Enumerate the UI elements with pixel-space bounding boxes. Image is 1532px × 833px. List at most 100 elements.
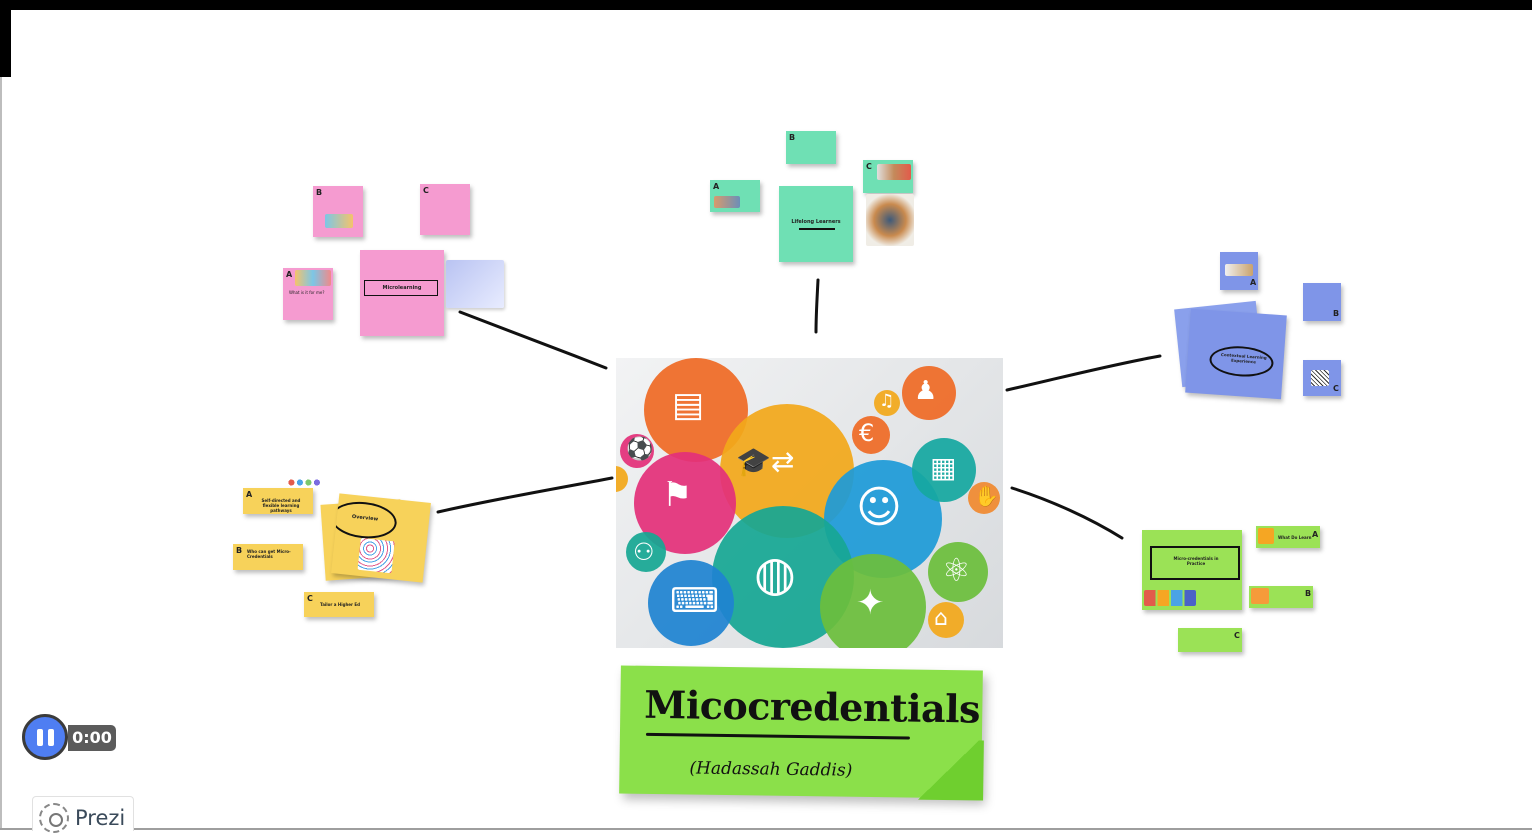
note-tag: A (1312, 530, 1319, 539)
laptop-icon: ⌨ (670, 581, 720, 621)
note-image (1251, 588, 1269, 604)
practice-ribbon-icons (1144, 590, 1196, 606)
note-tag: A (1250, 278, 1257, 287)
contextual-card[interactable]: Contextual Learning Experience (1185, 308, 1287, 400)
note-tag: C (866, 162, 872, 171)
circle-small-teal-2 (626, 532, 666, 572)
circle-small-green (928, 542, 988, 602)
handshake-icon: ✋ (974, 484, 999, 508)
note-tag: B (1305, 589, 1312, 598)
note-image (877, 164, 911, 180)
practice-note-a[interactable]: What Do Learn A (1256, 526, 1320, 548)
note-tag: B (1333, 309, 1340, 318)
euro-icon: € (859, 419, 875, 447)
certificate-icon: ▤ (672, 385, 705, 425)
overview-card[interactable]: Overview (331, 493, 431, 583)
note-tag: B (789, 133, 796, 142)
circle-small-amber (874, 390, 900, 416)
lifelong-note-c[interactable]: C (863, 160, 913, 193)
calculator-icon: ▦ (930, 451, 957, 484)
note-image (714, 196, 740, 208)
lifelong-card[interactable]: Lifelong Learners (779, 186, 853, 262)
lifelong-image (866, 194, 914, 246)
circle-small-orange (902, 366, 956, 420)
note-text: Who can get Micro-Credentials (247, 549, 291, 559)
note-tag: B (236, 546, 243, 555)
bank-icon: ⌂ (934, 606, 948, 631)
connector-contextual (1005, 354, 1162, 392)
connector-microlearning (458, 310, 608, 370)
contextual-note-c[interactable]: C (1303, 360, 1341, 396)
lifelong-note-a[interactable]: A (710, 180, 760, 212)
title-card[interactable]: Micocredentials (Hadassah Gaddis) (619, 665, 984, 801)
education-exchange-icon: 🎓⇄ (736, 445, 795, 478)
practice-label-box (1150, 546, 1240, 580)
microlearning-label-box (364, 280, 438, 296)
practice-card[interactable]: Micro-credentials in Practice (1142, 530, 1242, 610)
lifelong-underline (799, 228, 835, 230)
prezi-badge[interactable]: Prezi (32, 796, 134, 833)
note-image (325, 214, 353, 228)
top-frame-bar (0, 0, 1532, 10)
circle-small-magenta (620, 434, 654, 468)
circle-small-teal (912, 438, 976, 502)
atom-icon: ⚛ (942, 551, 971, 589)
lightbulb-icon: ✦ (856, 583, 885, 623)
pause-icon (37, 729, 43, 746)
note-tag: C (307, 594, 313, 603)
microlearning-card[interactable]: Microlearning (360, 250, 444, 336)
playback-time: 0:00 (68, 725, 116, 751)
left-frame-bar (0, 0, 11, 77)
note-tag: A (713, 182, 720, 191)
teacher-icon: ⚑ (662, 475, 693, 515)
connector-overview (436, 476, 614, 514)
practice-label: Micro-credentials in Practice (1173, 556, 1219, 566)
note-tag: A (286, 270, 293, 279)
author-name: (Hadassah Gaddis) (689, 758, 853, 781)
family-icon: ♟ (914, 376, 938, 406)
overview-note-a[interactable]: A Self-directed and flexible learning pa… (243, 488, 313, 514)
pause-button[interactable] (22, 714, 68, 760)
note-tag: B (316, 188, 323, 197)
note-text: What Do Learn (1278, 535, 1312, 540)
bottom-frame-edge (0, 828, 1532, 830)
circle-small-amber-2 (928, 602, 964, 638)
microlearning-label: Microlearning (382, 285, 422, 291)
circle-green (820, 554, 926, 648)
left-frame-edge (0, 77, 2, 830)
globe-icon: ◍ (754, 546, 796, 602)
contextual-note-a[interactable]: A (1220, 252, 1258, 290)
overview-icons (288, 478, 322, 487)
circle-small-orange-3 (968, 482, 1000, 514)
reader-icon: ☺ (856, 482, 902, 533)
circle-azure (648, 560, 734, 646)
circle-small-orange-2 (852, 416, 890, 454)
overview-image (357, 537, 395, 574)
note-tag: C (1333, 384, 1339, 393)
lifelong-note-b[interactable]: B (786, 131, 836, 164)
microlearning-note-b[interactable]: B (313, 186, 363, 237)
note-image (1225, 264, 1253, 276)
note-image (1258, 528, 1274, 544)
microlearning-note-a[interactable]: A What is it for me? (283, 268, 333, 320)
circle-edge-amber (616, 466, 628, 492)
sport-icon: ⚽ (626, 437, 654, 462)
lifelong-label: Lifelong Learners (791, 219, 841, 225)
practice-note-c[interactable]: C (1178, 628, 1242, 652)
practice-note-b[interactable]: B (1249, 586, 1313, 608)
note-tag: A (246, 490, 253, 499)
page-title: Micocredentials (644, 681, 981, 732)
prezi-logo-icon (39, 803, 69, 833)
connector-practice (1010, 486, 1124, 540)
prezi-wordmark: Prezi (75, 806, 126, 830)
connector-lifelong (814, 278, 820, 334)
note-tag: C (423, 186, 429, 195)
overview-note-b[interactable]: B Who can get Micro-Credentials (233, 544, 303, 570)
pause-icon (48, 729, 54, 746)
overview-note-c[interactable]: C Tailor a Higher Ed (304, 592, 374, 617)
note-image (1311, 370, 1329, 386)
microlearning-note-c[interactable]: C (420, 184, 470, 235)
microlearning-image (446, 260, 504, 308)
contextual-note-b[interactable]: B (1303, 283, 1341, 321)
